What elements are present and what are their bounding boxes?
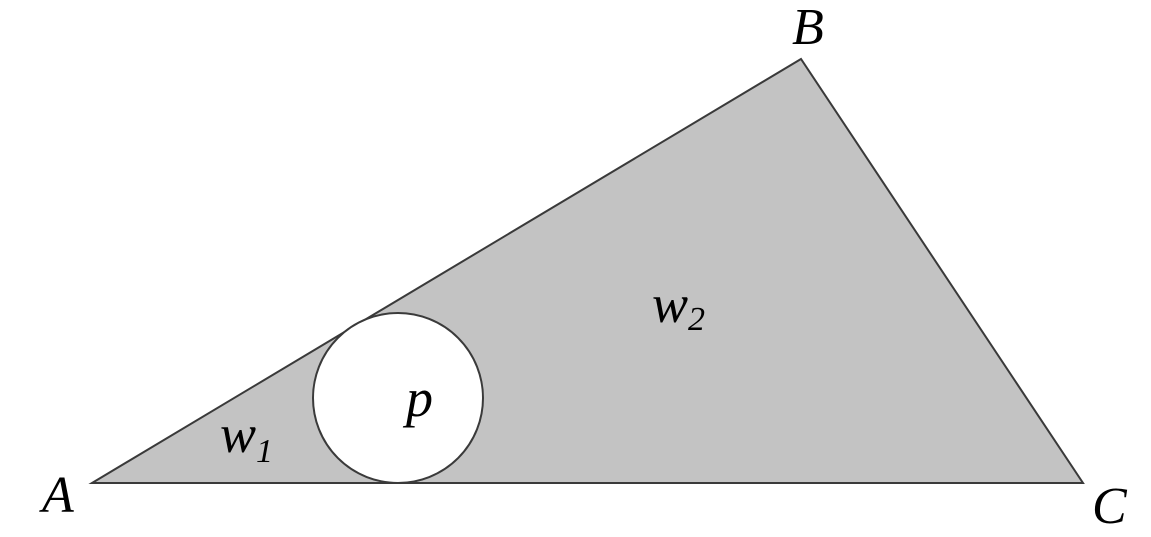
region-label-w2: w2 [652,274,705,338]
vertex-label-c: C [1092,478,1128,535]
vertex-label-a: A [39,467,74,524]
region-w1-base: w [220,404,256,464]
region-w1-subscript: 1 [256,433,273,470]
region-w2-base: w [652,274,688,334]
vertex-label-b: B [792,0,824,56]
region-w2-subscript: 2 [688,301,705,338]
inscribed-circle-p [312,312,484,484]
region-label-p: p [402,368,433,428]
region-label-w1: w1 [220,404,273,470]
